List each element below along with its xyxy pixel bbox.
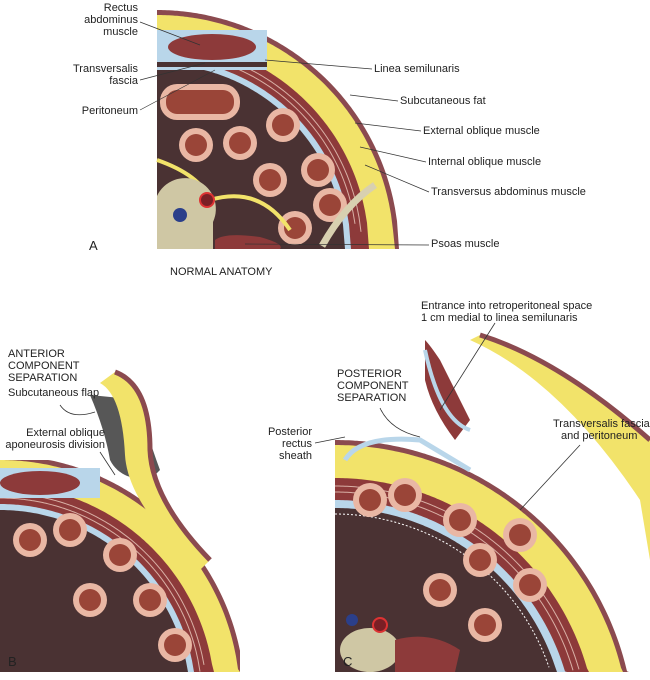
label-posterior-rectus-sheath: Posterior rectus sheath [268, 426, 312, 462]
abdominal-cavity [0, 510, 240, 672]
title-line: COMPONENT [8, 360, 80, 372]
subcutaneous-flap [100, 372, 210, 570]
label-line: sheath [278, 450, 312, 462]
label-entrance-retroperitoneal: Entrance into retroperitoneal space 1 cm… [421, 300, 592, 324]
label-transversalis-fascia: Transversalis fascia [73, 63, 138, 87]
label-peritoneum: Peritoneum [81, 105, 138, 117]
label-line: 1 cm medial to linea semilunaris [421, 312, 578, 324]
label-external-oblique-aponeurosis: External oblique aponeurosis division [5, 427, 105, 451]
upper-skin [479, 332, 650, 442]
rectus-muscle [168, 34, 256, 60]
label-transversus-abdominus: Transversus abdominus muscle [431, 186, 586, 198]
psoas-muscle [395, 636, 460, 672]
panel-b-leaders [59, 404, 116, 476]
label-rectus-abdominus: Rectus abdominus muscle [84, 2, 138, 38]
panel-c-cross-section [335, 332, 650, 672]
label-line: Transversalis fascia [553, 418, 650, 430]
label-line: rectus [282, 438, 312, 450]
flap-skin [114, 369, 212, 562]
label-subcutaneous-flap: Subcutaneous flap [8, 387, 100, 399]
panel-a-leaders [139, 21, 430, 246]
label-line: External oblique [26, 427, 105, 439]
label-line: abdominus [84, 14, 138, 26]
caption-normal-anatomy: NORMAL ANATOMY [170, 266, 273, 278]
label-internal-oblique: Internal oblique muscle [428, 156, 542, 168]
muscle-divider [0, 497, 201, 672]
title-posterior-component-separation: POSTERIOR COMPONENT SEPARATION [337, 368, 409, 404]
panel-c-leaders [314, 322, 581, 511]
aorta [199, 192, 215, 208]
abdominal-cavity [335, 508, 650, 672]
label-line: aponeurosis division [5, 439, 105, 451]
label-line: Transversalis [73, 63, 138, 75]
cavity-edge [157, 62, 267, 67]
label-psoas: Psoas muscle [431, 238, 500, 250]
upper-fat-layer [470, 335, 650, 560]
dissection-plane [335, 513, 550, 668]
psoas-muscle [215, 235, 281, 249]
panel-letter-a: A [89, 238, 98, 253]
panel-a-cross-section [156, 10, 402, 249]
iliac-bone [318, 182, 377, 248]
title-line: POSTERIOR [337, 368, 402, 380]
label-line: and peritoneum [561, 430, 638, 442]
label-line: Entrance into retroperitoneal space [421, 300, 593, 312]
panel-b-cross-section [0, 369, 240, 672]
title-line: SEPARATION [8, 372, 78, 384]
bowel-loops [160, 84, 347, 245]
label-transversalis-peritoneum: Transversalis fascia and peritoneum [553, 418, 650, 442]
rectus-muscle [0, 471, 80, 495]
label-line: Posterior [267, 426, 312, 438]
label-external-oblique: External oblique muscle [423, 125, 540, 137]
title-line: COMPONENT [337, 380, 409, 392]
title-line: SEPARATION [337, 392, 407, 404]
vena-cava [173, 208, 187, 222]
aorta [372, 617, 388, 633]
label-linea-semilunaris: Linea semilunaris [374, 63, 460, 75]
label-line: fascia [109, 75, 138, 87]
vertebra [340, 628, 400, 672]
posterior-rectus-sheath [342, 436, 472, 473]
label-line: Rectus [103, 2, 138, 14]
vena-cava [346, 614, 358, 626]
title-line: ANTERIOR [8, 348, 65, 360]
rectus-muscle [425, 340, 470, 440]
panel-letter-c: C [343, 654, 353, 669]
panel-letter-b: B [8, 654, 17, 669]
label-line: muscle [103, 26, 138, 38]
title-anterior-component-separation: ANTERIOR COMPONENT SEPARATION [8, 348, 80, 384]
label-subcutaneous-fat: Subcutaneous fat [400, 95, 486, 107]
rectus-sheath [423, 349, 471, 432]
